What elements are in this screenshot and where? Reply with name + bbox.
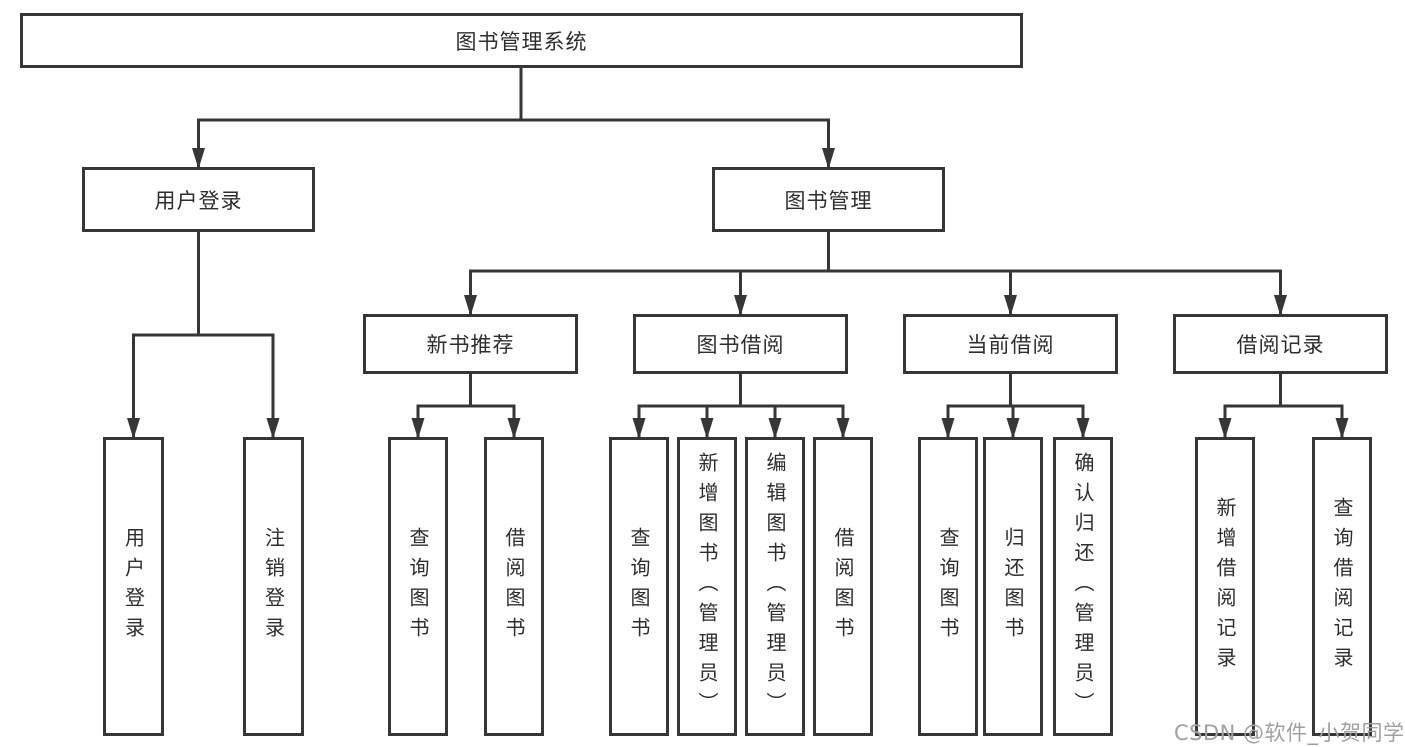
node-label: 新书推荐	[426, 333, 515, 357]
leaf-borrow-books-borrowing: 借阅图书	[813, 437, 873, 736]
node-label: 查询借阅记录	[1330, 496, 1354, 677]
leaf-user-login: 用户登录	[103, 437, 164, 736]
node-label: 借阅图书	[831, 526, 855, 647]
node-user-login: 用户登录	[82, 167, 315, 232]
node-label: 新增图书（管理员）	[695, 451, 719, 722]
node-label: 图书管理系统	[455, 29, 588, 54]
leaf-borrow-books-recommend: 借阅图书	[484, 437, 544, 736]
leaf-add-borrow-record: 新增借阅记录	[1195, 437, 1255, 736]
node-label: 用户登录	[121, 526, 146, 647]
node-label: 新增借阅记录	[1213, 496, 1237, 677]
node-book-management: 图书管理	[712, 167, 945, 232]
leaf-confirm-return-admin: 确认归还（管理员）	[1053, 437, 1113, 736]
node-label: 借阅记录	[1236, 333, 1325, 357]
csdn-watermark: CSDN @软件_小贺同学	[1174, 721, 1405, 745]
node-library-management-system: 图书管理系统	[20, 13, 1023, 68]
node-new-book-recommend: 新书推荐	[363, 314, 578, 374]
node-label: 确认归还（管理员）	[1071, 451, 1095, 722]
node-label: 图书借阅	[696, 333, 785, 357]
node-current-borrowing: 当前借阅	[903, 314, 1118, 374]
leaf-query-books-recommend: 查询图书	[388, 437, 448, 736]
leaf-query-books-borrowing: 查询图书	[609, 437, 669, 736]
node-borrowing-records: 借阅记录	[1173, 314, 1388, 374]
node-label: 用户登录	[154, 188, 243, 213]
node-label: 查询图书	[406, 526, 430, 647]
leaf-query-borrow-record: 查询借阅记录	[1312, 437, 1372, 736]
node-label: 查询图书	[627, 526, 651, 647]
node-label: 查询图书	[936, 526, 960, 647]
leaf-edit-book-admin: 编辑图书（管理员）	[745, 437, 805, 736]
node-label: 归还图书	[1001, 526, 1025, 647]
node-label: 注销登录	[261, 526, 286, 647]
node-label: 借阅图书	[502, 526, 526, 647]
leaf-return-books: 归还图书	[983, 437, 1043, 736]
node-label: 编辑图书（管理员）	[763, 451, 787, 722]
leaf-add-book-admin: 新增图书（管理员）	[677, 437, 737, 736]
node-book-borrowing: 图书借阅	[633, 314, 848, 374]
leaf-query-books-current: 查询图书	[918, 437, 978, 736]
node-label: 当前借阅	[966, 333, 1055, 357]
node-label: 图书管理	[784, 188, 873, 213]
leaf-logout: 注销登录	[243, 437, 304, 736]
